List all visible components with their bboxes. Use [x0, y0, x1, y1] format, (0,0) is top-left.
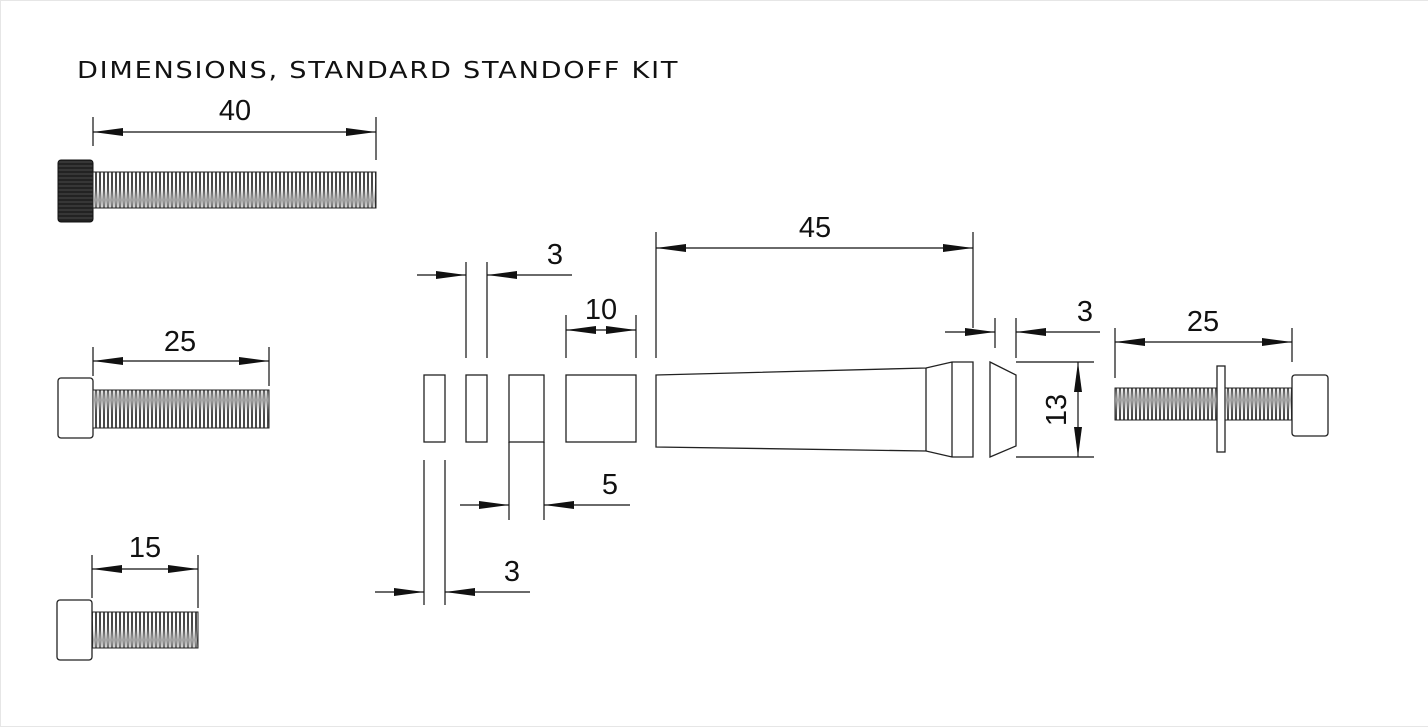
- dimension-40: 40: [92, 95, 377, 160]
- spacer-3mm-b: [465, 374, 488, 443]
- spacer-10mm: [565, 374, 637, 443]
- standoff-body: [655, 361, 974, 458]
- dim-label-3-cap: 3: [1077, 296, 1093, 328]
- dim-label-45: 45: [799, 212, 831, 244]
- dimension-5: 5: [460, 442, 630, 520]
- dim-label-3-bottom: 3: [504, 556, 520, 588]
- washer: [1216, 365, 1226, 453]
- dimension-3-bottom: 3: [375, 460, 530, 605]
- bolt-head-knurled: [57, 159, 94, 223]
- dim-label-25: 25: [164, 326, 196, 358]
- dim-label-13: 13: [1041, 394, 1073, 426]
- bolt-thread: [1114, 387, 1293, 421]
- dimension-45: 45: [655, 212, 974, 358]
- dim-label-40: 40: [219, 95, 251, 127]
- dimension-13: 13: [1016, 361, 1094, 458]
- bolt-15: [56, 599, 199, 661]
- dimension-15: 15: [91, 532, 199, 608]
- bolt-25: [57, 377, 270, 439]
- dimension-25-right: 25: [1114, 306, 1293, 378]
- dimension-3-cap: 3: [945, 296, 1100, 358]
- dim-label-10: 10: [585, 294, 617, 326]
- dimension-10: 10: [565, 294, 637, 358]
- bolt-thread: [92, 389, 270, 429]
- dim-label-5: 5: [602, 469, 618, 501]
- bolt-head: [1291, 374, 1329, 437]
- dimension-25-left: 25: [92, 326, 270, 386]
- bolt-thread: [91, 611, 199, 649]
- bolt-head: [57, 377, 94, 439]
- cap-bolt-25: [1114, 365, 1329, 453]
- bolt-40: [57, 159, 377, 223]
- spacer-5mm: [508, 374, 545, 443]
- bolt-thread: [92, 171, 377, 209]
- bolt-head: [56, 599, 93, 661]
- dim-label-25-right: 25: [1187, 306, 1219, 338]
- spacer-3mm-a: [423, 374, 446, 443]
- drawing-title: DIMENSIONS, STANDARD STANDOFF KIT: [77, 57, 679, 84]
- dim-label-15: 15: [129, 532, 161, 564]
- dimension-3-top: 3: [417, 239, 572, 358]
- standoff-cap: [989, 360, 1017, 458]
- dim-label-3-top: 3: [547, 239, 563, 271]
